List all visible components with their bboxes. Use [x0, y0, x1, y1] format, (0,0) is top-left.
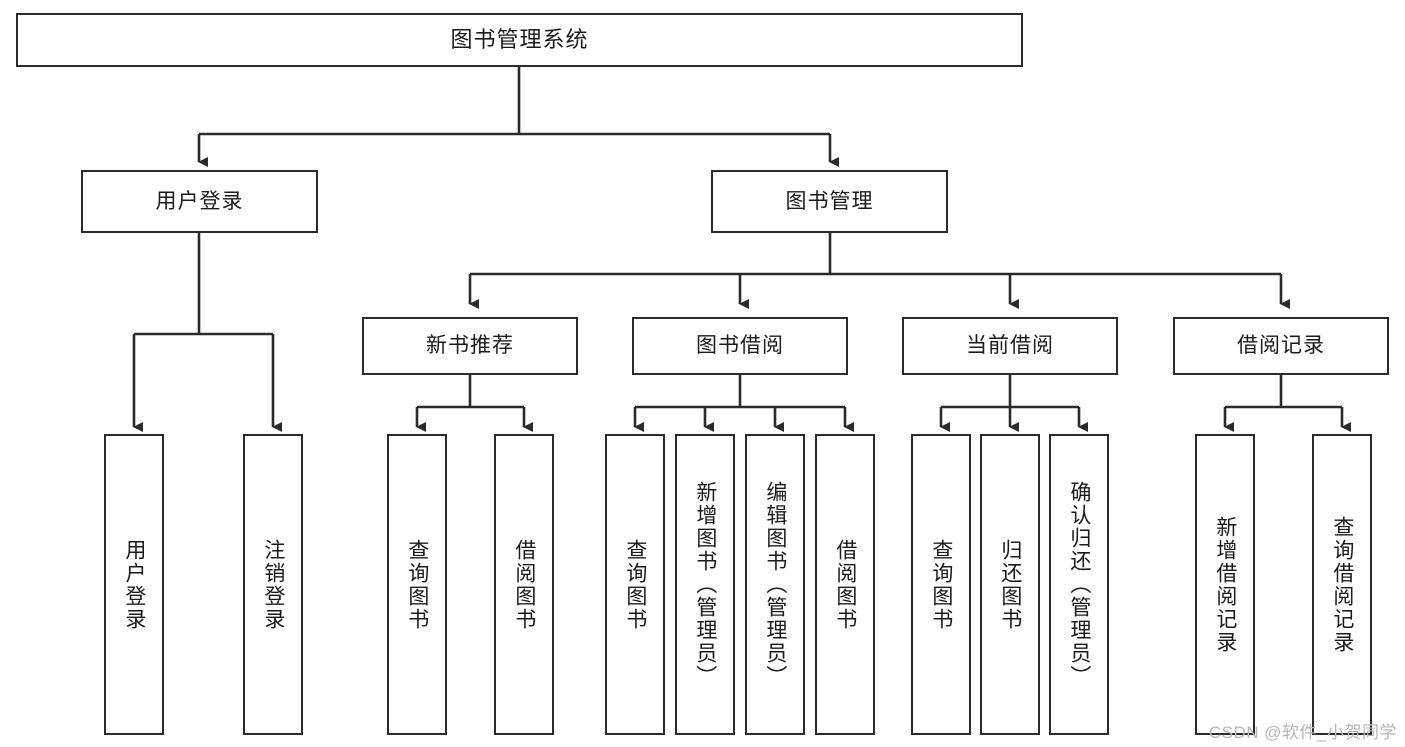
leaf-current-confirm-return[interactable]: 确认归还（管理员）: [1049, 434, 1109, 735]
leaf-label: 新增图书（管理员）: [693, 481, 717, 688]
leaf-label: 借阅图书: [833, 538, 857, 631]
leaf-user-login-logout[interactable]: 注销登录: [243, 434, 303, 735]
leaf-label: 查询图书: [929, 538, 953, 631]
leaf-borrow-edit-book[interactable]: 编辑图书（管理员）: [745, 434, 805, 735]
node-label: 图书管理系统: [450, 26, 589, 52]
node-book-management[interactable]: 图书管理: [711, 170, 948, 233]
leaf-label: 新增借阅记录: [1213, 515, 1237, 654]
node-borrow-record[interactable]: 借阅记录: [1173, 317, 1389, 375]
leaf-label: 借阅图书: [512, 538, 536, 631]
leaf-current-query-book[interactable]: 查询图书: [911, 434, 971, 735]
leaf-current-return-book[interactable]: 归还图书: [980, 434, 1040, 735]
node-root-system[interactable]: 图书管理系统: [16, 13, 1023, 67]
leaf-label: 归还图书: [998, 538, 1022, 631]
leaf-label: 用户登录: [122, 538, 146, 631]
leaf-new-book-borrow[interactable]: 借阅图书: [494, 434, 554, 735]
node-user-login[interactable]: 用户登录: [81, 170, 318, 233]
leaf-label: 查询借阅记录: [1330, 515, 1354, 654]
leaf-label: 查询图书: [405, 538, 429, 631]
leaf-new-book-query[interactable]: 查询图书: [387, 434, 447, 735]
leaf-record-add[interactable]: 新增借阅记录: [1195, 434, 1255, 735]
leaf-label: 查询图书: [623, 538, 647, 631]
node-label: 借阅记录: [1237, 334, 1325, 358]
node-book-borrow[interactable]: 图书借阅: [632, 317, 848, 375]
node-new-book-recommend[interactable]: 新书推荐: [362, 317, 578, 375]
watermark-text: CSDN @软件_小贺同学: [1208, 723, 1397, 742]
leaf-user-login-login[interactable]: 用户登录: [104, 434, 164, 735]
leaf-label: 确认归还（管理员）: [1067, 481, 1091, 688]
node-label: 当前借阅: [966, 334, 1054, 358]
node-current-borrow[interactable]: 当前借阅: [902, 317, 1118, 375]
leaf-borrow-add-book[interactable]: 新增图书（管理员）: [675, 434, 735, 735]
node-label: 图书管理: [785, 189, 874, 213]
node-label: 新书推荐: [426, 334, 514, 358]
node-label: 图书借阅: [696, 334, 784, 358]
leaf-borrow-query-book[interactable]: 查询图书: [605, 434, 665, 735]
leaf-label: 注销登录: [261, 538, 285, 631]
leaf-record-query[interactable]: 查询借阅记录: [1312, 434, 1372, 735]
leaf-label: 编辑图书（管理员）: [763, 481, 787, 688]
leaf-borrow-borrow-book[interactable]: 借阅图书: [815, 434, 875, 735]
node-label: 用户登录: [155, 189, 244, 213]
